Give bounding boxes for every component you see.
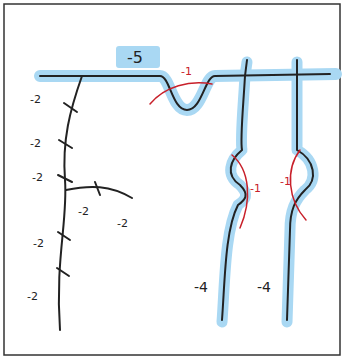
framing-number: -2: [27, 291, 38, 302]
framing-number: -4: [194, 280, 208, 294]
framing-number: -1: [181, 66, 192, 77]
framing-number: -1: [280, 176, 291, 187]
red-arcs: [150, 83, 306, 228]
framing-number: -5: [127, 50, 143, 66]
framing-number: -1: [250, 183, 261, 194]
framing-number: -2: [78, 206, 89, 217]
framing-number: -2: [117, 218, 128, 229]
highlight: [40, 46, 336, 322]
framing-number: -2: [32, 172, 43, 183]
black-strands: [40, 60, 330, 330]
framing-number: -4: [257, 280, 271, 294]
framing-number: -2: [30, 138, 41, 149]
framing-number: -2: [33, 238, 44, 249]
framing-number: -2: [30, 94, 41, 105]
frame: [4, 4, 340, 355]
